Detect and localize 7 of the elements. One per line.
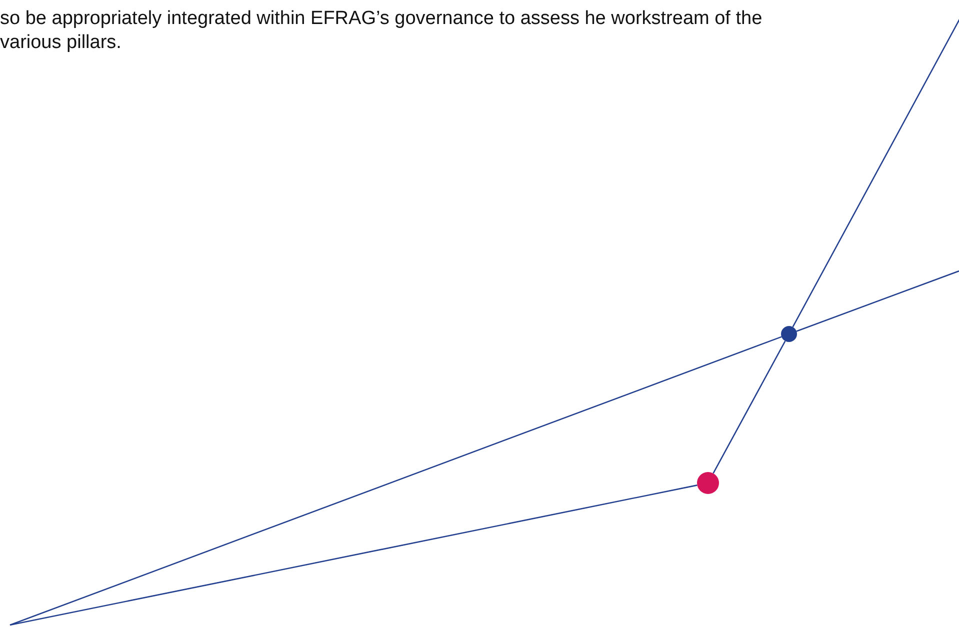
line	[796, 270, 959, 332]
dot	[697, 472, 719, 494]
line	[10, 336, 782, 626]
line	[712, 340, 786, 474]
paragraph: so be appropriately integrated within EFRAG’s governance to assess he workstream of the various pillars.	[0, 7, 764, 55]
line	[10, 484, 698, 626]
dot	[781, 326, 797, 342]
